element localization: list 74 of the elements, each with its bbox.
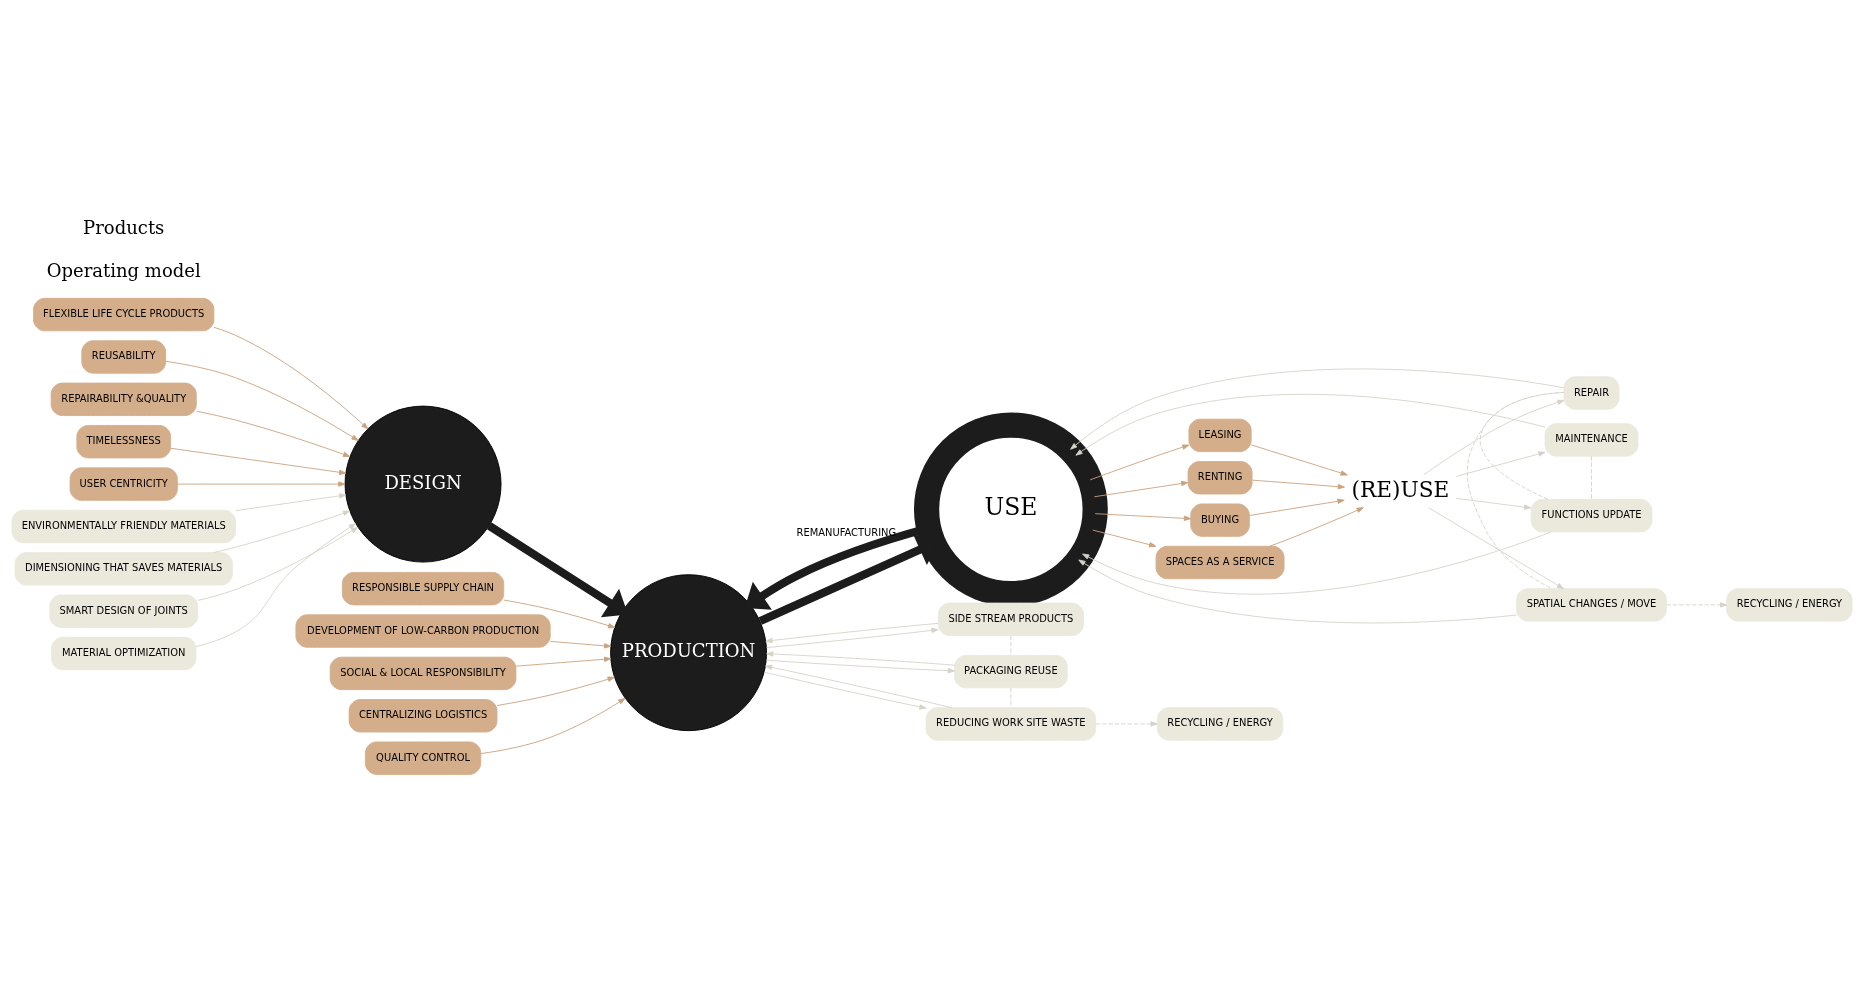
arrow	[1427, 507, 1564, 590]
arrow	[196, 410, 351, 457]
arrow	[1092, 529, 1157, 548]
arrow	[503, 599, 616, 629]
node-box: SIDE STREAM PRODUCTS	[937, 602, 1084, 636]
arrow	[764, 664, 952, 709]
node-box: SOCIAL & LOCAL RESPONSIBILITY	[329, 656, 517, 691]
node-text: (RE)USE	[1351, 476, 1450, 502]
arrow	[1249, 498, 1345, 516]
arrow	[1423, 399, 1565, 476]
arrow	[1666, 602, 1728, 608]
arrow	[765, 659, 955, 674]
arrow	[213, 326, 369, 430]
arrow	[766, 651, 955, 666]
label: Operating model	[46, 259, 201, 281]
node-box: CENTRALIZING LOGISTICS	[348, 699, 498, 733]
arrow	[486, 522, 629, 618]
node-box: BUYING	[1190, 503, 1250, 537]
node-box: DIMENSIONING THAT SAVES MATERIALS	[14, 552, 233, 586]
node-box: QUALITY CONTROL	[364, 741, 482, 775]
node-box: DEVELOPMENT OF LOW-CARBON PRODUCTION	[295, 614, 551, 648]
node-box: RECYCLING / ENERGY	[1156, 707, 1284, 741]
arrow	[213, 510, 351, 554]
node-box: PACKAGING REUSE	[954, 654, 1068, 689]
node-box: USER CENTRICITY	[69, 467, 178, 501]
node-box: MAINTENANCE	[1544, 423, 1639, 457]
node-box: REPAIR	[1563, 376, 1620, 410]
node-box: RENTING	[1187, 461, 1253, 495]
node-box: FUNCTIONS UPDATE	[1530, 498, 1653, 533]
arrow	[1082, 531, 1552, 595]
node-box: LEASING	[1188, 418, 1252, 453]
arrow	[480, 698, 626, 755]
node-box: RESPONSIBLE SUPPLY CHAIN	[341, 572, 505, 606]
node-box: REPAIRABILITY &QUALITY	[50, 382, 197, 416]
arrow	[1455, 497, 1532, 510]
node-box: REUSABILITY	[81, 340, 167, 374]
arrow	[1094, 513, 1192, 521]
node-box: ENVIRONMENTALLY FRIENDLY MATERIALS	[11, 509, 236, 544]
arrow	[515, 656, 612, 667]
arrow	[1269, 507, 1364, 547]
node-box: REDUCING WORK SITE WASTE	[925, 707, 1097, 741]
connector	[1479, 392, 1565, 500]
label: Products	[83, 217, 165, 239]
arrow	[177, 481, 346, 487]
node-circle: PRODUCTION	[610, 574, 767, 732]
arrow	[235, 493, 347, 512]
arrow	[197, 526, 359, 601]
arrow	[170, 447, 347, 475]
arrow	[496, 676, 615, 706]
node-box: RECYCLING / ENERGY	[1726, 588, 1853, 622]
arrow	[549, 640, 612, 649]
edge-label: REMANUFACTURING	[796, 527, 897, 539]
arrow	[165, 360, 359, 441]
arrow	[1250, 444, 1348, 476]
arrow	[763, 671, 927, 710]
node-box: TIMELESSNESS	[76, 425, 172, 459]
arrow	[765, 622, 939, 644]
arrow	[1089, 444, 1190, 481]
arrow	[1252, 479, 1345, 490]
arrow	[195, 523, 356, 647]
arrow	[1095, 721, 1158, 727]
connector	[1591, 455, 1592, 500]
connector	[1466, 392, 1565, 590]
arrow	[1070, 368, 1565, 450]
node-box: FLEXIBLE LIFE CYCLE PRODUCTS	[33, 297, 215, 332]
arrow	[1078, 559, 1518, 624]
node-box: SMART DESIGN OF JOINTS	[49, 594, 199, 628]
node-box: SPATIAL CHANGES / MOVE	[1516, 588, 1667, 622]
node-box: MATERIAL OPTIMIZATION	[51, 636, 197, 671]
arrow	[1075, 393, 1546, 456]
arrow	[1455, 451, 1546, 477]
arrow	[1093, 480, 1189, 498]
arrow	[766, 627, 939, 649]
node-box: SPACES AS A SERVICE	[1155, 545, 1285, 580]
